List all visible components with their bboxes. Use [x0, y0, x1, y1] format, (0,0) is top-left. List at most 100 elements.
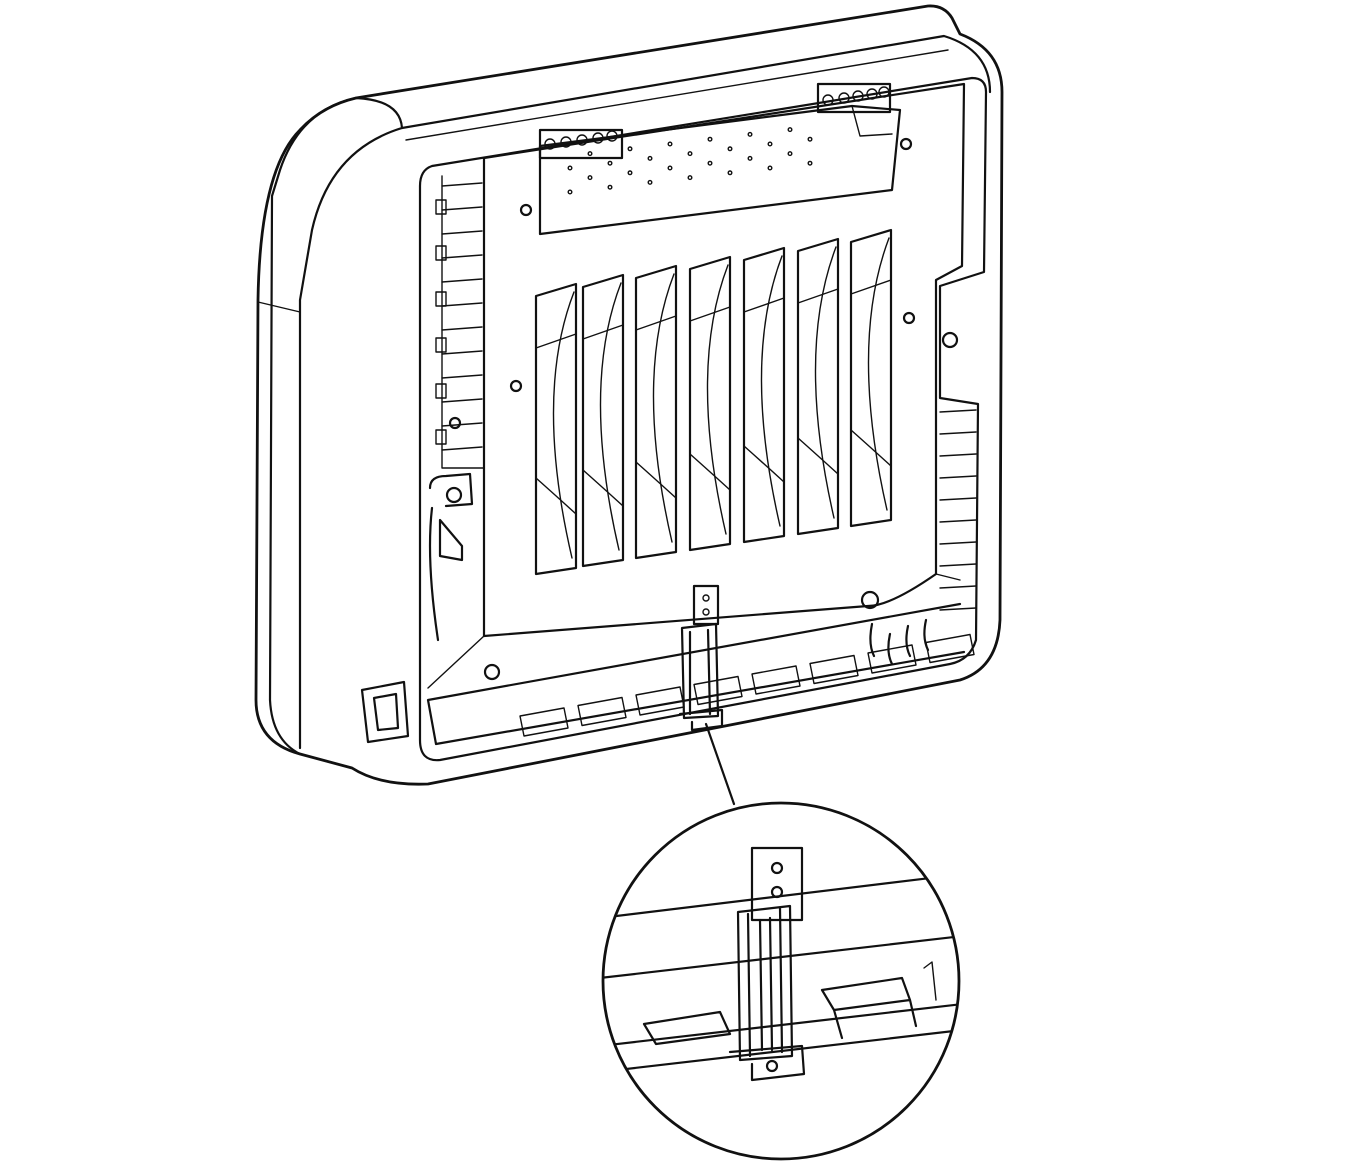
left-rib-3 — [441, 230, 483, 235]
housing-outer-shell — [254, 4, 1004, 786]
left-rib-tab-5 — [435, 383, 447, 399]
zoom-bracket-hole-2 — [770, 885, 784, 899]
board-dot-22 — [627, 146, 633, 152]
bottom-vane-4 — [693, 675, 743, 706]
heating-fin-2 — [581, 273, 625, 568]
heating-fin-3 — [634, 264, 678, 560]
left-rib-1 — [441, 182, 483, 187]
inner-back-panel-bevel — [427, 573, 961, 689]
heating-fin-curve-5 — [760, 255, 783, 527]
heating-fin-4 — [688, 255, 732, 552]
heating-fin-fold-2 — [582, 324, 624, 507]
zoom-detail-content — [603, 846, 959, 1082]
left-rib-4 — [441, 254, 483, 259]
mounting-hole-right — [902, 311, 916, 325]
right-rib-4 — [939, 475, 977, 479]
left-side-ribs — [435, 182, 483, 451]
right-rib-6 — [939, 519, 977, 523]
left-rib-9 — [441, 374, 483, 379]
board-dot-7 — [807, 160, 813, 166]
board-dot-2 — [607, 184, 613, 190]
cable-hook-2 — [887, 632, 894, 666]
zoom-bracket-plate — [750, 846, 804, 922]
board-dot-6 — [767, 165, 773, 171]
heating-fin-fold-5 — [743, 297, 785, 483]
housing-top-rim — [400, 34, 992, 130]
heating-fin-fold-6 — [797, 288, 839, 475]
left-rib-5 — [441, 278, 483, 283]
board-dot-25 — [747, 131, 753, 137]
left-rib-tab-3 — [435, 291, 447, 307]
terminal-board-edge — [851, 105, 893, 137]
bracket-foot — [678, 708, 724, 732]
right-side-ribs — [939, 409, 977, 611]
board-dot-18 — [727, 146, 733, 152]
cable-hooks — [860, 590, 930, 666]
left-side-clip — [428, 472, 474, 642]
bracket-plate-hole-2 — [702, 608, 710, 616]
heating-fin-fold-4 — [689, 306, 731, 491]
bracket-plate-hole-1 — [702, 594, 710, 602]
terminal-screw-left-3 — [576, 134, 588, 146]
board-dot-21 — [587, 151, 593, 157]
zoom-lower-rim — [603, 1000, 959, 1074]
heating-fin-5 — [742, 246, 786, 544]
heating-fin-curve-6 — [814, 246, 837, 519]
right-rib-3 — [939, 453, 977, 457]
terminal-screw-left-4 — [592, 132, 604, 144]
left-rib-6 — [441, 302, 483, 307]
zoom-upper-panel-edge — [603, 870, 959, 920]
terminal-screw-right-1 — [822, 94, 834, 106]
zoom-bracket-screw — [765, 1059, 779, 1073]
bottom-vane-5 — [751, 665, 801, 695]
board-dot-23 — [667, 141, 673, 147]
terminal-screw-right-5 — [878, 86, 890, 98]
wall-bracket-installed — [678, 584, 724, 732]
right-rib-9 — [939, 585, 977, 589]
heating-fin-fold-3 — [635, 315, 677, 499]
right-rib-1 — [939, 409, 977, 413]
heater-housing — [254, 4, 1004, 786]
terminal-screw-right-4 — [866, 88, 878, 100]
cable-hook-1 — [869, 622, 876, 658]
bracket-plate — [692, 584, 720, 626]
bottom-vane-2 — [577, 696, 627, 727]
right-rib-5 — [939, 497, 977, 501]
left-rib-11 — [441, 422, 483, 427]
board-dot-9 — [627, 170, 633, 176]
bracket-rail — [680, 622, 720, 720]
zoom-vane-left — [642, 1010, 732, 1046]
zoom-bracket-foot — [728, 1044, 806, 1082]
left-rib-7 — [441, 326, 483, 331]
board-dot-5 — [727, 170, 733, 176]
bottom-vane-6 — [809, 654, 859, 685]
cable-hook-3 — [905, 624, 912, 658]
zoom-detail-frame — [601, 801, 961, 1161]
left-rib-8 — [441, 350, 483, 355]
heating-fin-curve-4 — [706, 264, 729, 535]
cable-hook-4 — [923, 618, 930, 652]
zoom-bracket-rail — [736, 904, 794, 1062]
terminal-block-right — [816, 82, 892, 114]
terminal-screw-left-1 — [544, 138, 556, 150]
board-dot-8 — [587, 175, 593, 181]
left-rib-10 — [441, 398, 483, 403]
heating-fin-6 — [796, 237, 840, 536]
heating-fin-curve-2 — [599, 282, 622, 551]
right-rib-2 — [939, 431, 977, 435]
heating-fin-7 — [849, 228, 893, 528]
right-rib-7 — [939, 541, 977, 545]
side-knob — [941, 331, 959, 349]
bottom-left-foot — [360, 680, 410, 744]
inner-cavity-frame — [418, 76, 988, 762]
terminal-screw-right-3 — [852, 90, 864, 102]
housing-front-curve — [298, 96, 404, 750]
mounting-hole-top — [519, 203, 533, 217]
board-dot-16 — [647, 155, 653, 161]
housing-top-rim-inner — [405, 49, 949, 141]
bottom-vane-1 — [519, 707, 569, 737]
left-rib-12 — [441, 446, 483, 451]
terminal-screw-left-2 — [560, 136, 572, 148]
heating-fin-fold-1 — [535, 333, 577, 515]
